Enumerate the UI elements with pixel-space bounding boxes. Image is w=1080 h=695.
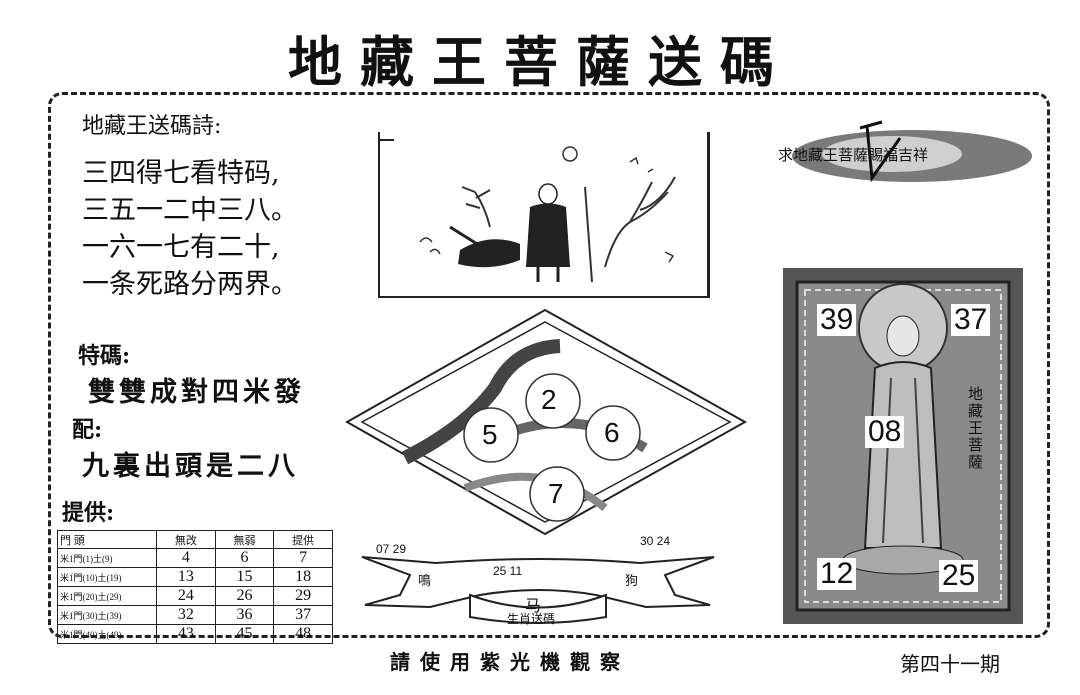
table-cell: 15 xyxy=(214,567,275,587)
table-cell: 36 xyxy=(214,605,275,625)
buddha-side-text: 地藏王菩薩 xyxy=(968,385,984,471)
table-cell: 43 xyxy=(156,624,216,644)
poem-title: 地藏王送碼詩: xyxy=(82,114,222,139)
table-cell: 24 xyxy=(156,586,216,606)
row-label: 米1門(1)土(9) xyxy=(57,548,157,568)
table-row: 米1門(40)土(49) 43 45 48 xyxy=(57,624,333,644)
table-cell: 13 xyxy=(156,567,216,587)
poem-line: 三五一二中三八。 xyxy=(82,195,298,226)
table-cell: 37 xyxy=(273,605,333,625)
poem-lines: 三四得七看特码, 三五一二中三八。 一六一七有二十, 一条死路分两界。 xyxy=(82,155,298,303)
table-header-cell: 提供 xyxy=(273,530,333,549)
zodiac-caption: 生肖送碼 xyxy=(507,612,556,626)
table-header-row: 門 頭 無改 無弱 提供 xyxy=(57,530,333,549)
table-row: 米1門(20)土(29) 24 26 29 xyxy=(57,586,333,606)
poem-line: 一六一七有二十, xyxy=(82,232,280,263)
buddha-number-center: 08 xyxy=(865,416,905,448)
zodiac-left-animal: 鳴 xyxy=(418,574,432,589)
buddha-number-bottom-right: 25 xyxy=(939,560,979,592)
table-cell: 7 xyxy=(273,548,333,568)
dashed-frame xyxy=(48,92,1050,638)
table-cell: 4 xyxy=(156,548,216,568)
pair-label: 配: xyxy=(72,417,103,443)
special-code-label: 特碼: xyxy=(78,343,131,369)
poem-line: 三四得七看特码, xyxy=(82,158,280,189)
row-label: 米1門(30)土(39) xyxy=(57,605,157,625)
number-balls xyxy=(463,373,641,522)
row-label: 米1門(20)土(29) xyxy=(57,586,157,606)
zodiac-left-numbers: 07 29 xyxy=(376,542,407,556)
zodiac-ribbon xyxy=(361,556,715,624)
pair-text: 九裏出頭是二八 xyxy=(82,451,299,482)
buddha-number-bottom-left: 12 xyxy=(817,558,857,590)
zodiac-right-animal: 狗 xyxy=(625,574,639,589)
issue-number: 第四十一期 xyxy=(900,652,1000,676)
zodiac-middle-numbers: 25 11 xyxy=(493,564,523,578)
ball-number: 7 xyxy=(548,478,564,509)
table-cell: 32 xyxy=(156,605,216,625)
buddha-number-top-right: 37 xyxy=(951,304,991,336)
zodiac-right-numbers: 30 24 xyxy=(640,534,671,548)
table-row: 米1門(30)土(39) 32 36 37 xyxy=(57,605,333,625)
zodiac-center-animal: 马 xyxy=(525,596,542,615)
table-cell: 18 xyxy=(273,567,333,587)
buddha-panel: 地藏王菩薩 39 37 08 12 25 xyxy=(783,268,1023,624)
ball-number: 2 xyxy=(541,384,557,415)
ad-banner-graphic xyxy=(792,120,1032,183)
buddha-number-top-left: 39 xyxy=(817,304,857,336)
table-header-cell: 門 頭 xyxy=(57,530,157,549)
ink-painting xyxy=(378,132,710,298)
ink-painting-drawing xyxy=(380,139,676,283)
ad-banner: 求地藏王菩薩賜福吉祥 xyxy=(772,118,1034,190)
page-title: 地藏王菩薩送碼 xyxy=(288,30,792,94)
row-label: 米1門(40)土(49) xyxy=(57,624,157,644)
table-header-cell: 無弱 xyxy=(214,530,275,549)
table-cell: 48 xyxy=(273,624,333,644)
poem-line: 一条死路分两界。 xyxy=(82,269,298,300)
ball-number: 6 xyxy=(604,417,620,448)
table-cell: 29 xyxy=(273,586,333,606)
table-cell: 45 xyxy=(214,624,275,644)
ad-banner-text: 求地藏王菩薩賜福吉祥 xyxy=(778,146,929,164)
table-row: 米1門(10)土(19) 13 15 18 xyxy=(57,567,333,587)
ball-number: 5 xyxy=(482,419,498,450)
row-label: 米1門(10)土(19) xyxy=(57,567,157,587)
table-cell: 26 xyxy=(214,586,275,606)
provide-label: 提供: xyxy=(62,500,115,526)
footer-text: 請使用紫光機觀察 xyxy=(390,650,630,674)
table-row: 米1門(1)土(9) 4 6 7 xyxy=(57,548,333,568)
special-code-text: 雙雙成對四米發 xyxy=(88,377,305,408)
table-cell: 6 xyxy=(214,548,275,568)
stats-table: 門 頭 無改 無弱 提供 米1門(1)土(9) 4 6 7 米1門(10)土(1… xyxy=(57,530,333,644)
table-header-cell: 無改 xyxy=(156,530,216,549)
